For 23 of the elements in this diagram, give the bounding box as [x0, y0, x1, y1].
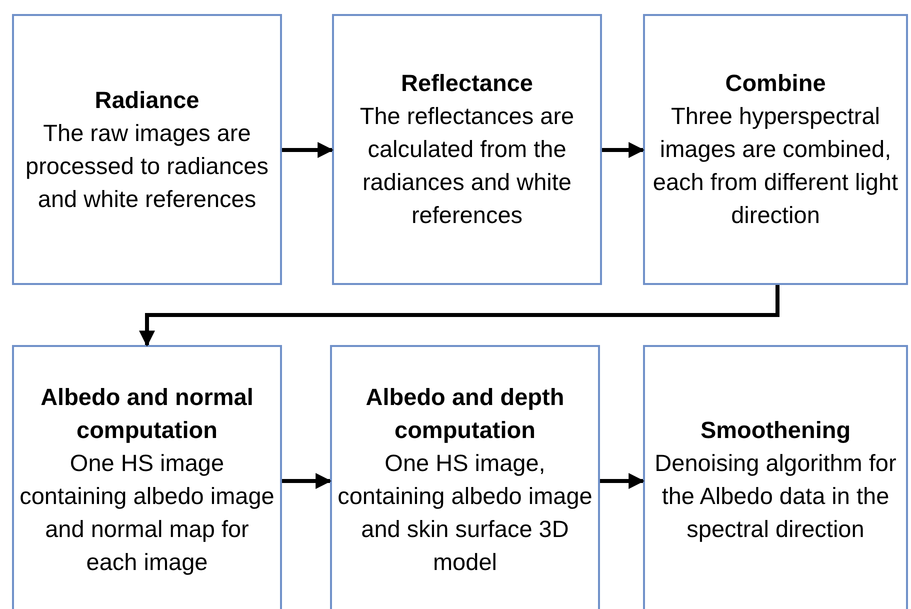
arrow [282, 473, 332, 489]
box-heading: Albedo and depth computation [364, 383, 566, 445]
box-description: One HS image containing albedo image and normal map for each image [18, 449, 276, 577]
arrow [282, 142, 334, 158]
box-description: Denoising algorithm for the Albedo data in the spectral direction [654, 449, 898, 544]
process-box [643, 14, 908, 285]
box-heading: Combine [725, 69, 826, 98]
process-box [12, 345, 282, 609]
process-box [643, 345, 908, 609]
process-box [330, 345, 600, 609]
process-box [12, 14, 282, 285]
box-description: The reflectances are calculated from the radiances and white references [358, 102, 576, 230]
box-heading: Albedo and normal computation [40, 383, 254, 445]
box-description: Three hyperspectral images are combined, each from different light direction [652, 102, 900, 230]
arrow [602, 142, 645, 158]
arrow [600, 473, 645, 489]
box-heading: Radiance [94, 86, 200, 114]
box-heading: Smoothening [700, 416, 851, 445]
box-description: The raw images are processed to radiances and white references [24, 118, 270, 214]
process-box [332, 14, 602, 285]
box-heading: Reflectance [401, 69, 533, 98]
arrow [139, 285, 780, 347]
box-description: One HS image, containing albedo image and skin surface 3D model [336, 449, 594, 577]
